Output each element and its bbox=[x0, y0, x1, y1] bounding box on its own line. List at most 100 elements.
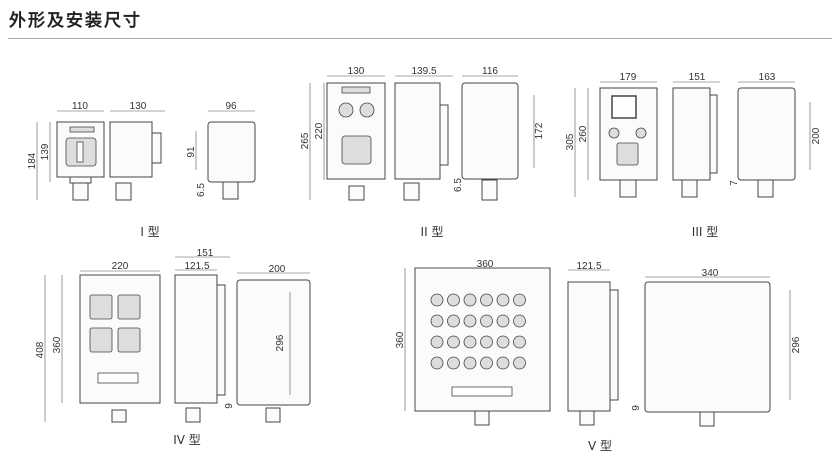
cable-gland bbox=[681, 179, 698, 198]
indicator-lamp-icon bbox=[359, 102, 375, 118]
push-button-icon bbox=[447, 335, 460, 349]
push-button-icon bbox=[430, 314, 444, 328]
cable-gland bbox=[115, 182, 132, 201]
cable-gland bbox=[757, 179, 774, 198]
type-i-back-view bbox=[207, 121, 256, 183]
page-title: 外形及安装尺寸 bbox=[9, 11, 142, 31]
dim-mount-offset: 6.5 bbox=[196, 183, 207, 197]
dim-mount-height: 296 bbox=[791, 336, 802, 353]
dim-total-height: 408 bbox=[35, 341, 46, 358]
push-button-icon bbox=[496, 314, 510, 328]
push-button-icon bbox=[430, 293, 444, 307]
dim-side-width: 130 bbox=[130, 101, 147, 112]
type-ii-drawing: 130 139.5 116 265 220 172 6.5 II 型 bbox=[300, 66, 545, 239]
dim-mount-offset: 7 bbox=[729, 180, 740, 186]
dim-mount-offset: 9 bbox=[631, 405, 642, 411]
side-protrusion bbox=[609, 289, 619, 401]
push-button-icon bbox=[463, 314, 477, 328]
type-v-back-view bbox=[644, 281, 771, 413]
push-button-icon bbox=[496, 293, 510, 307]
dim-mount-height: 296 bbox=[275, 334, 286, 351]
display-window bbox=[611, 95, 637, 119]
cable-gland bbox=[579, 410, 595, 426]
type-v-label: V 型 bbox=[588, 439, 612, 453]
push-button-icon bbox=[480, 314, 493, 328]
type-iii-side-view bbox=[672, 87, 711, 181]
side-protrusion bbox=[439, 104, 449, 166]
cable-gland bbox=[111, 409, 127, 423]
dim-front-width: 360 bbox=[477, 259, 494, 270]
dim-mount-height: 200 bbox=[811, 127, 822, 144]
push-button-icon bbox=[480, 293, 493, 307]
push-button-icon bbox=[635, 127, 647, 139]
push-button-icon bbox=[496, 356, 510, 370]
gland-base bbox=[69, 176, 92, 184]
switch-module bbox=[117, 294, 141, 320]
dim-mount-offset: 6.5 bbox=[453, 178, 464, 192]
push-button-icon bbox=[496, 335, 510, 349]
dim-back-width: 96 bbox=[225, 101, 237, 112]
title-divider bbox=[8, 38, 832, 39]
push-button-icon bbox=[513, 356, 526, 370]
dim-back-width: 340 bbox=[702, 268, 719, 279]
dim-side-width: 151 bbox=[197, 248, 214, 259]
side-protrusion bbox=[216, 284, 226, 396]
cable-gland bbox=[72, 182, 89, 201]
dim-side-width: 139.5 bbox=[411, 66, 436, 77]
dim-front-width: 220 bbox=[112, 261, 129, 272]
side-protrusion bbox=[709, 94, 718, 174]
cable-gland bbox=[222, 181, 239, 200]
indicator-lamp-icon bbox=[338, 102, 354, 118]
type-iv-back-view bbox=[236, 279, 311, 406]
push-button-icon bbox=[480, 335, 493, 349]
dim-front-width: 110 bbox=[72, 101, 88, 112]
label-plate bbox=[97, 372, 139, 384]
dim-total-height: 265 bbox=[300, 132, 311, 149]
dim-mount-offset: 9 bbox=[224, 403, 235, 409]
cable-gland bbox=[619, 179, 637, 198]
type-ii-front-view bbox=[326, 82, 386, 180]
push-button-icon bbox=[430, 356, 444, 370]
switch-module bbox=[117, 327, 141, 353]
switch-module bbox=[89, 294, 113, 320]
type-iv-side-view bbox=[174, 274, 218, 404]
dim-front-height: 220 bbox=[314, 122, 325, 139]
dim-mount-height: 172 bbox=[534, 122, 545, 139]
cable-gland bbox=[348, 185, 365, 201]
type-iv-label: IV 型 bbox=[173, 433, 201, 447]
cable-gland bbox=[403, 182, 420, 201]
button-grid bbox=[430, 293, 526, 370]
dim-total-height: 305 bbox=[565, 133, 576, 150]
dim-front-width: 179 bbox=[620, 72, 637, 83]
nameplate bbox=[69, 126, 95, 133]
type-v-side-view bbox=[567, 281, 611, 412]
type-iv-drawing: 220 151 121.5 200 408 360 296 9 IV 型 bbox=[35, 248, 311, 447]
cable-gland bbox=[265, 407, 281, 423]
push-button-icon bbox=[608, 127, 620, 139]
type-ii-back-view bbox=[461, 82, 519, 180]
dim-side-width: 151 bbox=[689, 72, 706, 83]
dim-front-height: 360 bbox=[395, 331, 406, 348]
type-ii-side-view bbox=[394, 82, 441, 180]
dim-front-height: 139 bbox=[40, 143, 51, 160]
cable-gland bbox=[481, 179, 498, 201]
switch-module bbox=[89, 327, 113, 353]
type-iii-drawing: 179 151 163 305 260 200 7 III 型 bbox=[565, 72, 822, 239]
label-plate bbox=[451, 386, 513, 397]
dim-front-width: 130 bbox=[348, 66, 365, 77]
dim-front-height: 260 bbox=[578, 125, 589, 142]
cable-gland bbox=[185, 407, 201, 423]
dim-side-width: 121.5 bbox=[576, 261, 601, 272]
push-button-icon bbox=[447, 314, 460, 328]
type-i-label: I 型 bbox=[140, 225, 159, 239]
push-button-icon bbox=[513, 314, 526, 328]
side-protrusion bbox=[151, 132, 162, 164]
push-button-icon bbox=[480, 356, 493, 370]
dim-back-width: 116 bbox=[482, 66, 498, 77]
push-button-icon bbox=[513, 335, 526, 349]
type-i-drawing: 110 130 96 184 139 91 6.5 I 型 bbox=[27, 101, 256, 239]
type-iii-label: III 型 bbox=[692, 225, 718, 239]
cable-gland bbox=[474, 410, 490, 426]
dim-total-height: 184 bbox=[27, 152, 38, 169]
